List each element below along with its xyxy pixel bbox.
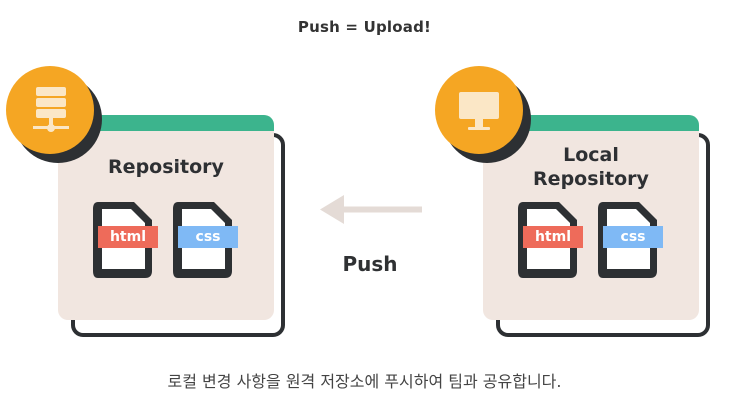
card-body: Repository html css [58, 115, 274, 320]
monitor-icon [459, 92, 499, 130]
html-tag: html [523, 226, 583, 248]
push-label: Push [342, 252, 398, 276]
html-file-icon: html [90, 199, 158, 279]
server-icon [33, 87, 69, 132]
css-file-icon: css [170, 199, 238, 279]
local-repository-card: Local Repository html css [483, 115, 711, 337]
local-label-line2: Repository [533, 168, 649, 190]
local-label-line1: Local [563, 144, 619, 166]
monitor-badge [435, 66, 531, 163]
css-tag: css [603, 226, 663, 248]
html-file-icon: html [515, 199, 583, 279]
card-body: Local Repository html css [483, 115, 699, 320]
remote-repository-card: Repository html css [58, 115, 286, 337]
css-tag: css [178, 226, 238, 248]
diagram-title: Push = Upload! [297, 18, 432, 36]
card-top-bar [483, 115, 699, 131]
css-file-icon: css [595, 199, 663, 279]
server-badge [6, 66, 102, 163]
card-top-bar [58, 115, 274, 131]
push-arrow-icon [320, 195, 422, 224]
html-tag: html [98, 226, 158, 248]
caption: 로컬 변경 사항을 원격 저장소에 푸시하여 팀과 공유합니다. [167, 372, 562, 391]
remote-repository-label: Repository [108, 156, 224, 178]
